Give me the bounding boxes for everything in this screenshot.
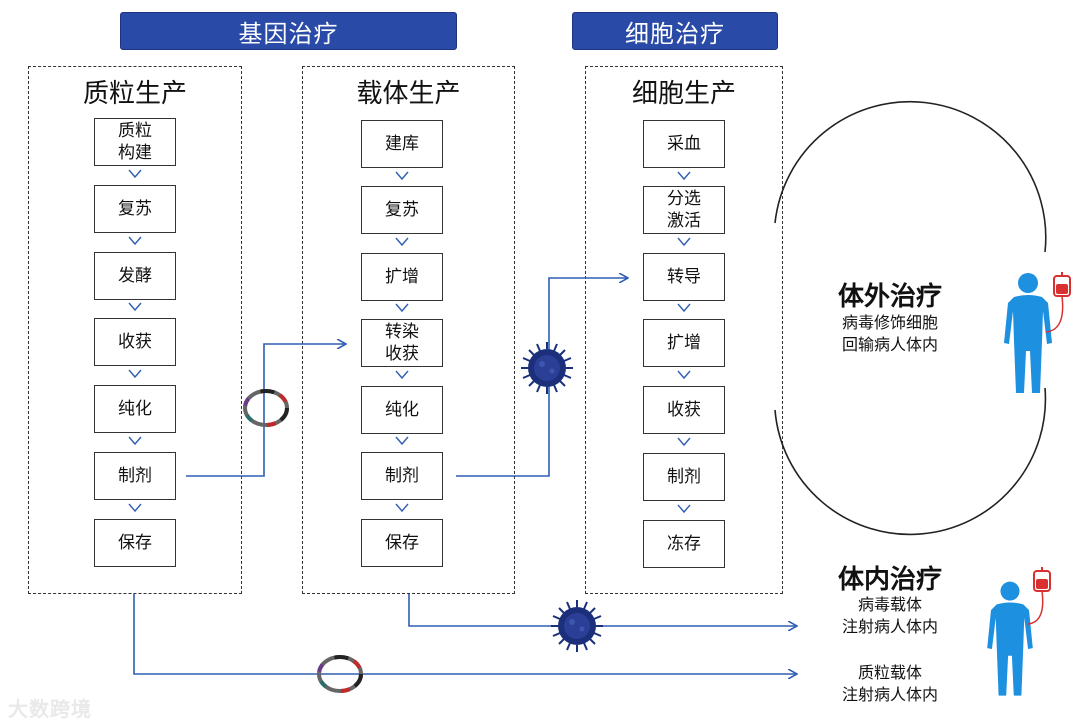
panel-title-vector: 载体生产 — [356, 79, 461, 109]
watermark: 大数跨境 — [8, 697, 92, 721]
cell-step-4: 扩增 — [643, 319, 725, 367]
panel-title-plasmid: 质粒生产 — [82, 79, 187, 109]
plasmid-step-5: 纯化 — [94, 385, 176, 433]
plasmid-step-6: 制剂 — [94, 452, 176, 500]
blood-bag-icon — [1033, 566, 1051, 592]
panel-title-cell: 细胞生产 — [631, 79, 736, 109]
vector-step-1: 建库 — [361, 120, 443, 168]
vector-step-5: 纯化 — [361, 386, 443, 434]
vector-step-2: 复苏 — [361, 186, 443, 234]
cell-step-2: 分选 激活 — [643, 186, 725, 234]
virus-icon — [520, 341, 574, 395]
plasmid-step-4: 收获 — [94, 318, 176, 366]
plasmid-step-2: 复苏 — [94, 185, 176, 233]
cell-therapy-banner: 细胞治疗 — [572, 12, 778, 50]
cell-production-panel: 细胞生产 — [585, 66, 783, 594]
plasmid-step-1: 质粒 构建 — [94, 118, 176, 166]
plasmid-step-3: 发酵 — [94, 252, 176, 300]
ex-vivo-title: 体外治疗 — [837, 282, 942, 312]
cell-step-1: 采血 — [643, 120, 725, 168]
vector-step-6: 制剂 — [361, 452, 443, 500]
person-icon — [987, 581, 1033, 696]
in-vivo-title: 体内治疗 — [837, 565, 942, 595]
vector-step-4: 转染 收获 — [361, 319, 443, 367]
vector-production-panel: 载体生产 — [302, 66, 515, 594]
virus-icon — [550, 599, 604, 653]
gene-therapy-banner: 基因治疗 — [120, 12, 457, 50]
plasmid-vector-desc: 质粒载体 注射病人体内 — [841, 663, 938, 704]
plasmid-production-panel: 质粒生产 — [28, 66, 242, 594]
plasmid-step-7: 保存 — [94, 519, 176, 567]
plasmid-icon — [243, 389, 289, 427]
ex-vivo-desc: 病毒修饰细胞 回输病人体内 — [841, 313, 938, 354]
person-icon — [1004, 273, 1052, 393]
vector-step-3: 扩增 — [361, 253, 443, 301]
cell-step-7: 冻存 — [643, 520, 725, 568]
cell-step-5: 收获 — [643, 386, 725, 434]
in-vivo-desc: 病毒载体 注射病人体内 — [841, 595, 938, 636]
cell-step-6: 制剂 — [643, 453, 725, 501]
vector-step-7: 保存 — [361, 519, 443, 567]
blood-bag-icon — [1053, 271, 1071, 297]
cell-step-3: 转导 — [643, 253, 725, 301]
